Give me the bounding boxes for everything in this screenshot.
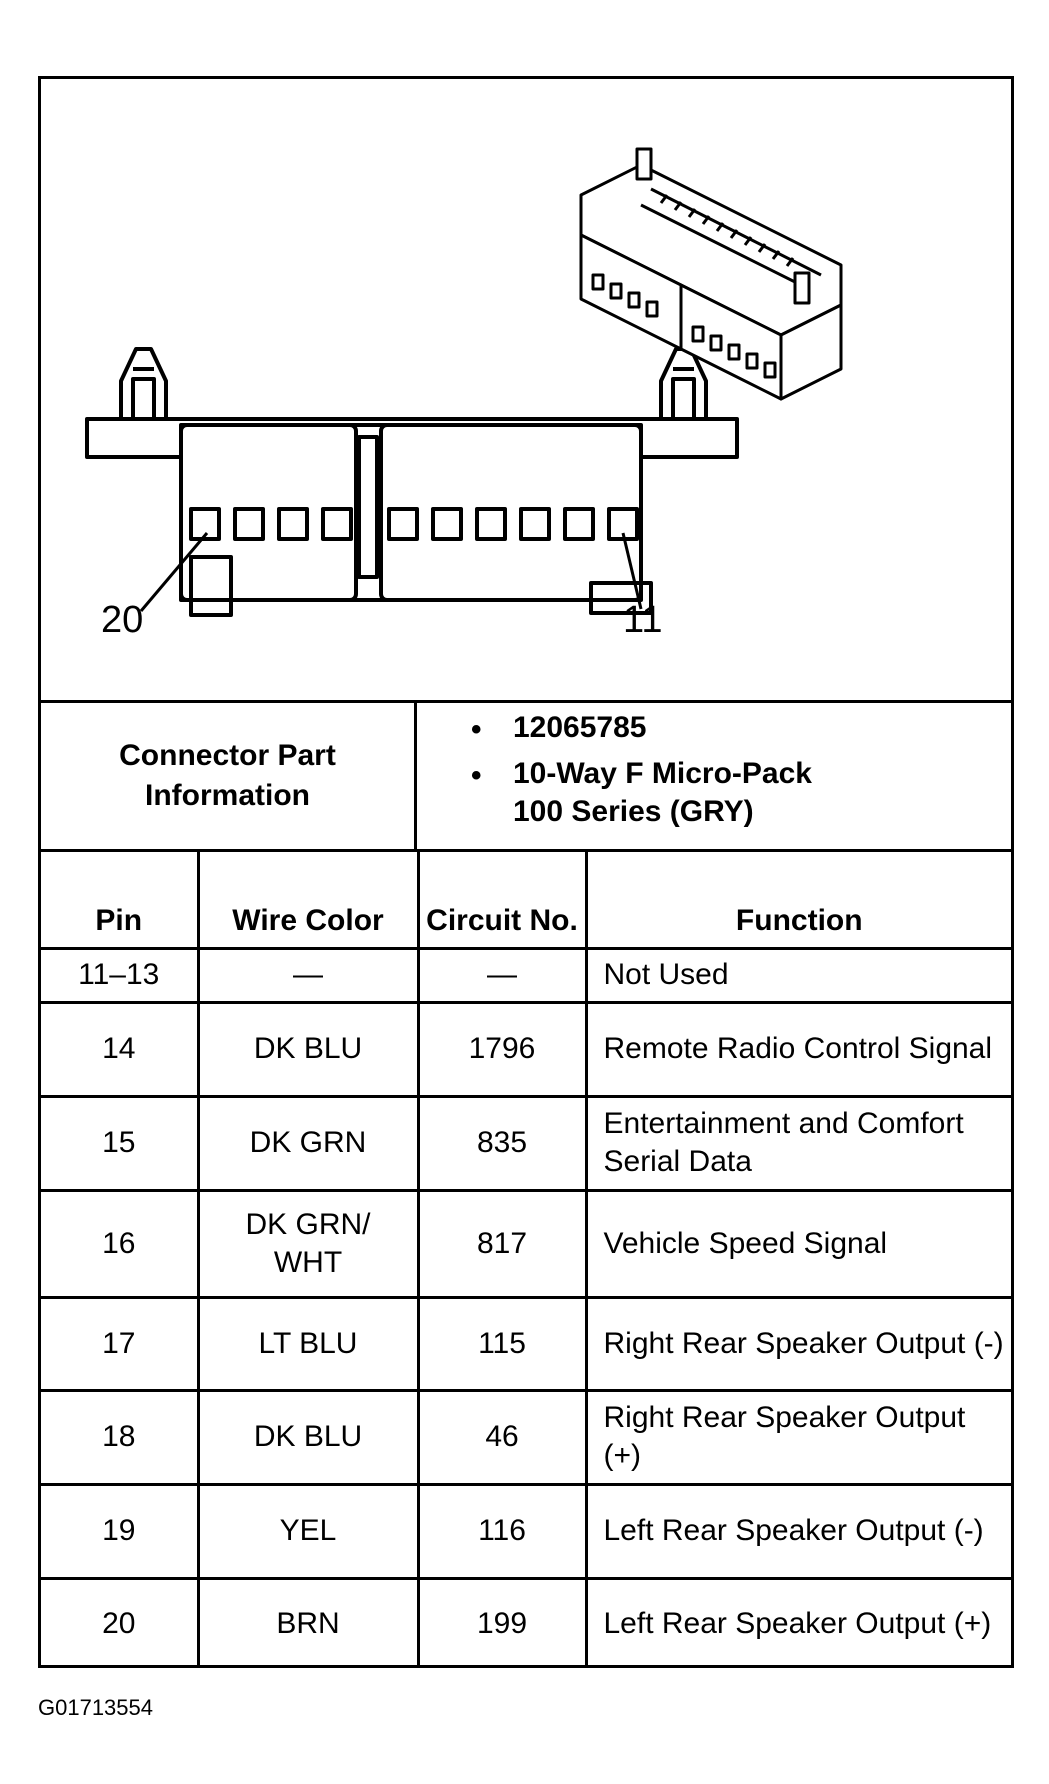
right-latch [659,347,708,421]
cell-wire-color: DK BLU [196,1388,420,1486]
cell-pin: 17 [41,1295,200,1392]
cell-function: Vehicle Speed Signal [584,1188,1011,1299]
header-circuit-no: Circuit No. [416,852,588,950]
cell-pin: 19 [41,1482,200,1580]
header-wire-color: Wire Color [196,852,420,950]
leader-line-20 [139,532,209,612]
cell-circuit: 199 [416,1576,588,1668]
table-header-row: Pin Wire Color Circuit No. Function [41,852,1011,950]
pin-label-11: 11 [623,599,663,641]
pin-cavities-left [189,507,353,541]
cell-wire-color: DK GRN/ WHT [196,1188,420,1299]
cell-pin: 15 [41,1094,200,1192]
pinout-table: Pin Wire Color Circuit No. Function 11–1… [41,852,1011,1668]
connector-body [85,417,739,617]
info-values: • 12065785 • 10-Way F Micro-Pack 100 Ser… [417,703,1011,849]
cell-function: Left Rear Speaker Output (-) [584,1482,1011,1580]
cell-function: Left Rear Speaker Output (+) [584,1576,1011,1668]
cell-wire-color: DK BLU [196,1000,420,1098]
table-row: 18 DK BLU 46 Right Rear Speaker Output (… [41,1388,1011,1486]
connector-series: 100 Series (GRY) [513,795,754,828]
cell-pin: 20 [41,1576,200,1668]
part-number: 12065785 [513,711,647,744]
cell-wire-color: LT BLU [196,1295,420,1392]
bullet-icon: • [471,713,482,746]
leader-line-11 [621,532,643,610]
cell-pin: 16 [41,1188,200,1299]
cell-circuit: 115 [416,1295,588,1392]
info-label-cell: Connector Part Information [41,703,417,849]
header-pin: Pin [41,852,200,950]
connector-drawing [85,147,843,617]
cell-function: Right Rear Speaker Output (-) [584,1295,1011,1392]
header-function: Function [584,852,1011,950]
connector-type: 10-Way F Micro-Pack [513,757,812,790]
table-row: 16 DK GRN/ WHT 817 Vehicle Speed Signal [41,1188,1011,1299]
cell-function: Not Used [584,946,1011,1004]
cell-circuit: 1796 [416,1000,588,1098]
table-row: 19 YEL 116 Left Rear Speaker Output (-) [41,1482,1011,1580]
cell-wire-color: BRN [196,1576,420,1668]
cell-circuit: 817 [416,1188,588,1299]
pin-cavities-right [387,507,639,541]
table-row: 17 LT BLU 115 Right Rear Speaker Output … [41,1295,1011,1392]
cell-wire-color: — [196,946,420,1004]
cell-wire-color: YEL [196,1482,420,1580]
cell-function: Entertainment and Comfort Serial Data [584,1094,1011,1192]
info-label: Connector Part Information [119,739,336,812]
cell-circuit: 835 [416,1094,588,1192]
table-row: 14 DK BLU 1796 Remote Radio Control Sign… [41,1000,1011,1098]
cell-wire-color: DK GRN [196,1094,420,1192]
left-latch [119,347,168,421]
cell-pin: 11–13 [41,946,200,1004]
table-row: 15 DK GRN 835 Entertainment and Comfort … [41,1094,1011,1192]
bullet-icon: • [471,759,482,792]
cell-function: Remote Radio Control Signal [584,1000,1011,1098]
connector-diagram: 20 11 [41,79,1011,703]
connector-part-info: Connector Part Information • 12065785 • … [41,703,1011,852]
cell-circuit: 116 [416,1482,588,1580]
figure-id: G01713554 [38,1695,153,1720]
cell-pin: 14 [41,1000,200,1098]
isometric-connector-view [579,147,843,401]
cell-circuit: 46 [416,1388,588,1486]
pin-label-20: 20 [101,599,144,641]
cell-pin: 18 [41,1388,200,1486]
connector-figure: 20 11 Connector Part Information • 12065… [38,76,1014,1668]
table-row: 20 BRN 199 Left Rear Speaker Output (+) [41,1576,1011,1668]
cell-circuit: — [416,946,588,1004]
table-row: 11–13 — — Not Used [41,946,1011,1004]
cell-function: Right Rear Speaker Output (+) [584,1388,1011,1486]
